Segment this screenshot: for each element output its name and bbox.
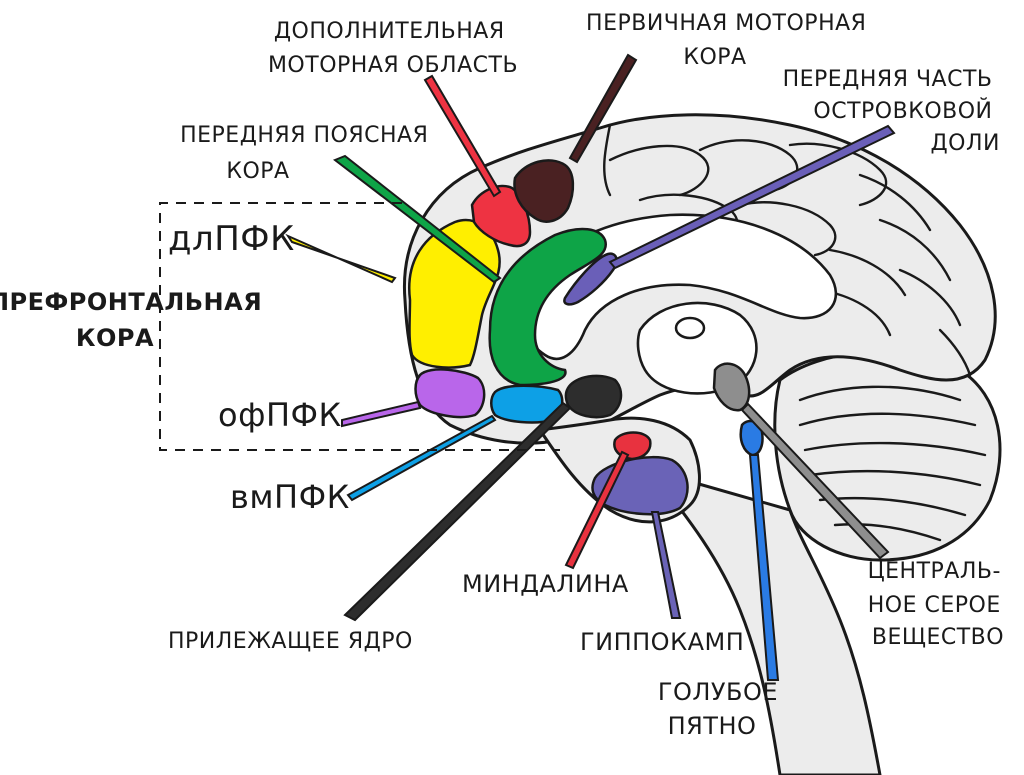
prefrontal-bracket xyxy=(159,202,560,451)
pointer-lines xyxy=(285,53,896,681)
pointer-anterior-cingulate xyxy=(332,154,502,284)
pointer-supplementary-motor xyxy=(423,74,502,198)
label-ofpfc: офПФК xyxy=(218,396,342,434)
supplementary-motor-region xyxy=(470,184,532,248)
label-locus-coeruleus: ГОЛУБОЕ ПЯТНО xyxy=(658,678,786,740)
pointer-anterior-insula xyxy=(608,124,896,270)
brain-regions xyxy=(407,159,764,516)
pointer-primary-motor xyxy=(568,53,638,164)
pointer-amygdala xyxy=(564,450,630,570)
label-anterior-insula: ПЕРЕДНЯЯ ЧАСТЬ ОСТРОВКОВОЙ ДОЛИ xyxy=(783,67,1000,156)
pointer-vmpfc xyxy=(346,414,497,502)
pointer-hippocampus xyxy=(650,511,682,619)
primary-motor-region xyxy=(513,159,575,223)
periaqueductal-gray-region xyxy=(712,362,751,412)
label-primary-motor: ПЕРВИЧНАЯ МОТОРНАЯ КОРА xyxy=(586,11,874,70)
pointer-ofpfc xyxy=(341,400,422,428)
label-prefrontal: ПРЕФРОНТАЛЬНАЯ КОРА xyxy=(0,288,271,352)
label-nucleus-accumbens: ПРИЛЕЖАЩЕЕ ЯДРО xyxy=(168,629,413,654)
ofpfc-region xyxy=(414,368,486,419)
label-dlpfc: длПФК xyxy=(168,219,295,259)
labels: ДОПОЛНИТЕЛЬНАЯ МОТОРНАЯ ОБЛАСТЬ ПЕРВИЧНА… xyxy=(0,11,1009,740)
cerebellum xyxy=(773,350,1002,562)
anterior-insula-region xyxy=(563,252,618,306)
label-amygdala: МИНДАЛИНА xyxy=(462,570,629,598)
label-supplementary-motor: ДОПОЛНИТЕЛЬНАЯ МОТОРНАЯ ОБЛАСТЬ xyxy=(268,19,518,78)
label-anterior-cingulate: ПЕРЕДНЯЯ ПОЯСНАЯ КОРА xyxy=(180,123,436,184)
dlpfc-region xyxy=(407,218,501,369)
pointer-locus-coeruleus xyxy=(748,454,780,681)
fornix-hole xyxy=(674,316,706,340)
label-hippocampus: ГИППОКАМП xyxy=(580,628,744,656)
pointer-nucleus-accumbens xyxy=(343,401,572,622)
nucleus-accumbens-region xyxy=(564,374,623,419)
pointer-dlpfc xyxy=(285,233,397,284)
pointer-periaqueductal-gray xyxy=(740,402,890,560)
label-periaqueductal-gray: ЦЕНТРАЛЬ- НОЕ СЕРОЕ ВЕЩЕСТВО xyxy=(868,559,1009,650)
label-vmpfc: вмПФК xyxy=(230,478,350,516)
